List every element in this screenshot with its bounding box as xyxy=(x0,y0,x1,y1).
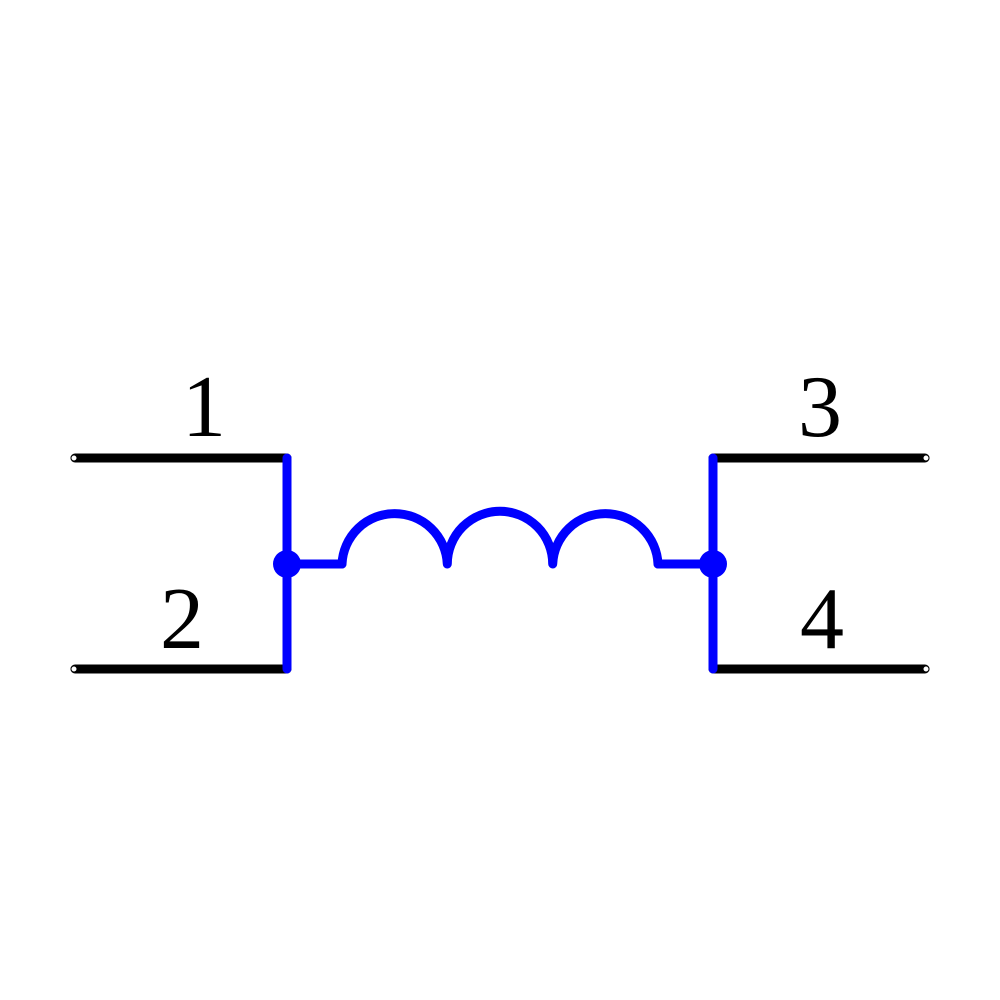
pin-labels: 1 2 3 4 xyxy=(160,359,844,668)
right-junction-dot-icon xyxy=(699,550,727,578)
pin-leads xyxy=(70,453,930,674)
pin-1-end-icon xyxy=(70,454,78,462)
pin-3-label: 3 xyxy=(798,359,842,456)
pin-4-end-icon xyxy=(922,665,930,673)
pin-2-end-icon xyxy=(70,665,78,673)
junctions xyxy=(273,550,727,578)
left-junction-dot-icon xyxy=(273,550,301,578)
pin-2-label: 2 xyxy=(160,571,204,668)
coil-icon xyxy=(337,506,663,569)
pin-end-markers xyxy=(70,454,930,673)
pin-4-label: 4 xyxy=(800,571,844,668)
pin-1-label: 1 xyxy=(182,359,226,456)
pin-3-end-icon xyxy=(922,454,930,462)
inductor-body xyxy=(282,453,718,674)
